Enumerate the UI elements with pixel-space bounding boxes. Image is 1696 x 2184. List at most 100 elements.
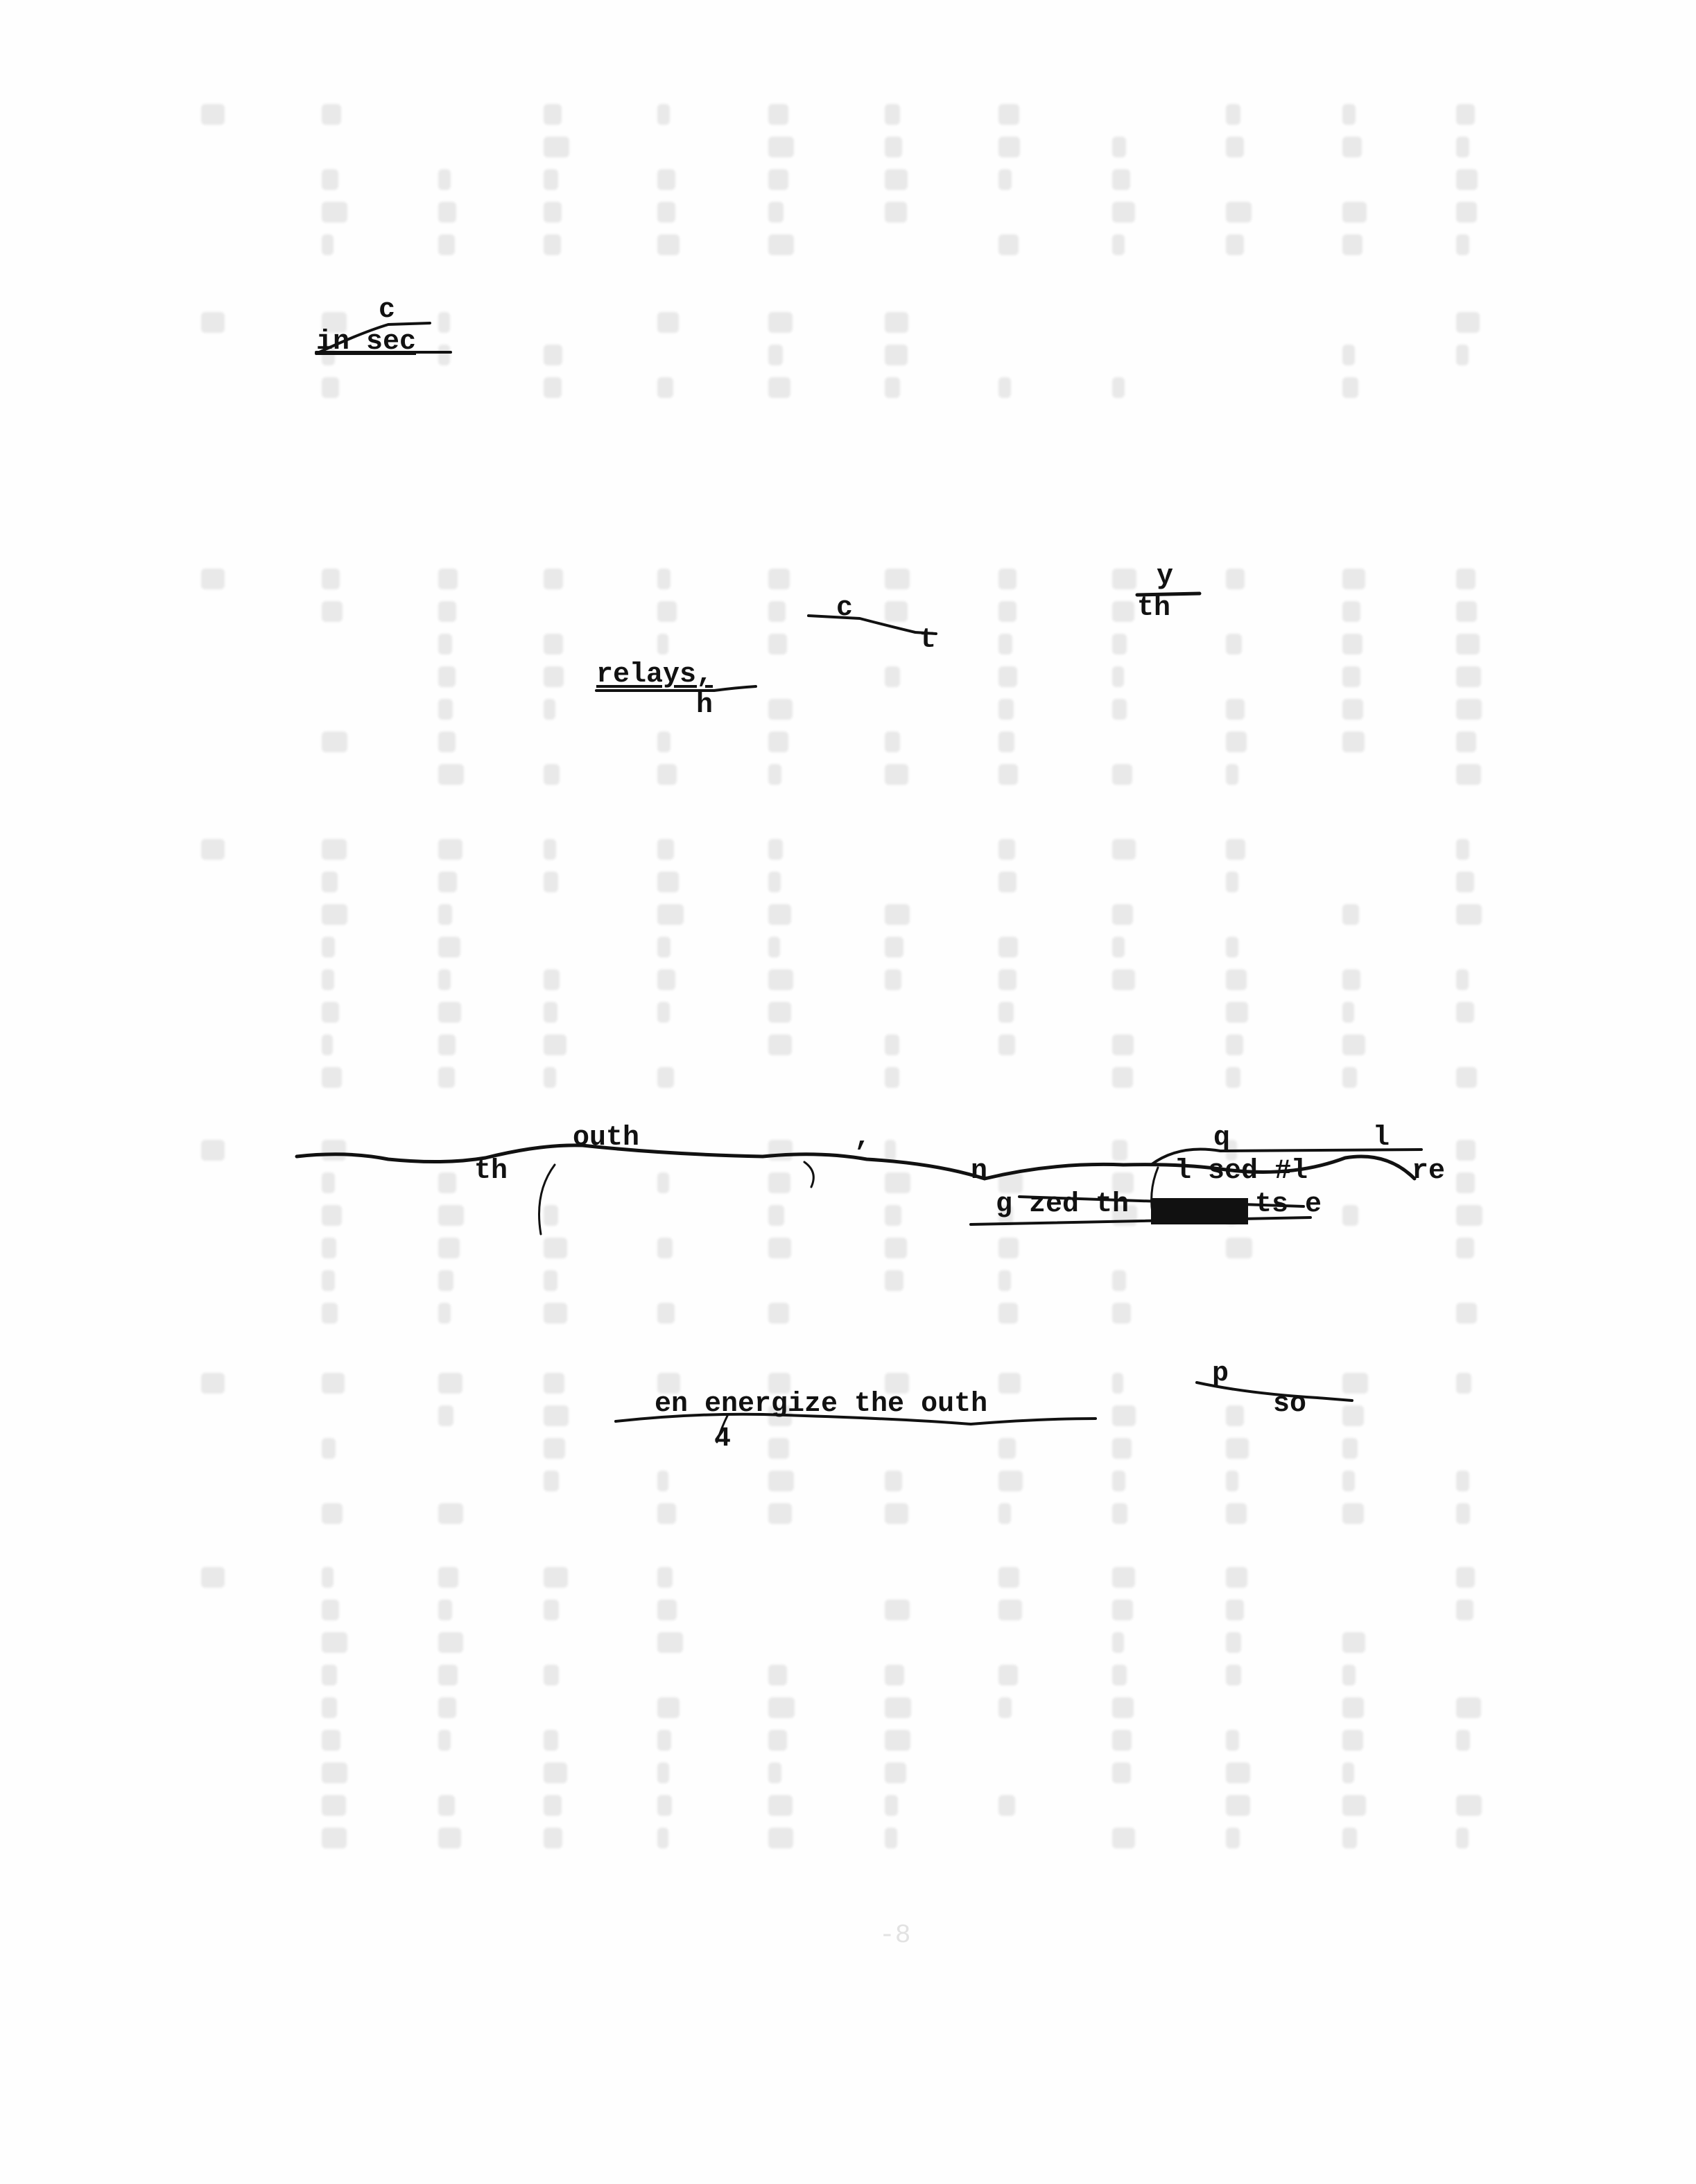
faded-glyph [544, 345, 562, 365]
faded-glyph [1342, 1632, 1365, 1653]
faded-glyph [438, 202, 456, 223]
faded-glyph [1112, 666, 1124, 687]
faded-glyph [1456, 345, 1469, 365]
faded-glyph [768, 569, 790, 589]
faded-glyph [885, 601, 908, 622]
faded-glyph [1456, 634, 1480, 655]
faded-glyph [885, 937, 903, 957]
faded-glyph [322, 1270, 335, 1291]
typed-fragment: th [474, 1156, 508, 1187]
faded-glyph [438, 1632, 463, 1653]
faded-glyph [322, 1067, 342, 1088]
faded-glyph [885, 1238, 907, 1258]
faded-glyph [998, 1002, 1014, 1023]
faded-glyph [1112, 764, 1132, 785]
faded-glyph [1226, 969, 1247, 990]
faded-glyph [1456, 234, 1469, 255]
faded-glyph [544, 104, 562, 125]
faded-glyph [998, 764, 1018, 785]
faded-glyph [657, 1373, 680, 1394]
faded-glyph [1226, 234, 1244, 255]
faded-glyph [438, 666, 456, 687]
faded-glyph [544, 634, 563, 655]
faded-glyph [1456, 1471, 1469, 1491]
faded-glyph [1342, 1471, 1355, 1491]
typed-fragment: y [1157, 561, 1174, 592]
faded-glyph [768, 1697, 795, 1718]
faded-glyph [657, 1503, 676, 1524]
faded-glyph [1226, 731, 1247, 752]
faded-glyph [885, 666, 900, 687]
faded-glyph [1226, 569, 1245, 589]
faded-glyph [768, 1438, 789, 1459]
faded-glyph [657, 1697, 680, 1718]
faded-glyph [1342, 904, 1359, 925]
faded-glyph [544, 1567, 568, 1588]
faded-glyph [1456, 1795, 1482, 1816]
typed-fragment: c [379, 295, 396, 326]
faded-glyph [544, 377, 562, 398]
faded-glyph [1456, 1002, 1474, 1023]
faded-glyph [768, 872, 781, 892]
typed-fragment: n [971, 1156, 988, 1187]
faded-glyph [322, 1600, 339, 1620]
faded-glyph [768, 137, 794, 157]
faded-glyph [1112, 169, 1130, 190]
typed-fragment: c [836, 593, 854, 624]
faded-glyph [885, 904, 910, 925]
faded-glyph [1112, 839, 1136, 860]
faded-glyph [544, 1828, 562, 1848]
faded-glyph [322, 104, 341, 125]
faded-glyph [544, 1795, 562, 1816]
faded-glyph [657, 1632, 683, 1653]
faded-glyph [438, 1405, 453, 1426]
faded-glyph [322, 1373, 345, 1394]
faded-glyph [1456, 1140, 1476, 1161]
faded-glyph [544, 569, 563, 589]
typed-fragment: , [854, 1123, 872, 1154]
faded-glyph [438, 1697, 456, 1718]
faded-glyph [1226, 1471, 1238, 1491]
faded-glyph [544, 1373, 564, 1394]
faded-glyph [768, 904, 791, 925]
faded-glyph [1342, 569, 1365, 589]
faded-glyph [544, 1471, 559, 1491]
faded-glyph [998, 1034, 1015, 1055]
faded-glyph [768, 1828, 793, 1848]
faded-glyph [998, 634, 1012, 655]
faded-glyph [1342, 1205, 1358, 1226]
faded-glyph [438, 1730, 451, 1751]
faded-glyph [768, 1238, 791, 1258]
faded-glyph [1226, 1002, 1248, 1023]
faded-glyph [998, 1270, 1011, 1291]
faded-glyph [1342, 377, 1358, 398]
faded-glyph [998, 872, 1016, 892]
faded-glyph [657, 634, 668, 655]
faded-glyph [885, 104, 900, 125]
faded-glyph [768, 1205, 784, 1226]
faded-glyph [1456, 601, 1477, 622]
faded-glyph [657, 904, 684, 925]
faded-glyph [1456, 137, 1469, 157]
faded-glyph [1226, 937, 1238, 957]
faded-line-number [201, 104, 225, 125]
faded-glyph [885, 1762, 906, 1783]
faded-glyph [1226, 1795, 1250, 1816]
faded-glyph [1342, 1697, 1364, 1718]
faded-glyph [768, 969, 793, 990]
faded-glyph [885, 1795, 898, 1816]
faded-glyph [1112, 1034, 1134, 1055]
faded-glyph [544, 666, 564, 687]
faded-glyph [1456, 1567, 1475, 1588]
faded-glyph [657, 839, 674, 860]
faded-glyph [1112, 1632, 1124, 1653]
faded-glyph [1112, 1303, 1131, 1324]
faded-glyph [1226, 1730, 1239, 1751]
faded-glyph [1456, 1205, 1482, 1226]
faded-glyph [885, 1067, 899, 1088]
faded-glyph [544, 1730, 558, 1751]
faded-glyph [657, 1471, 668, 1491]
faded-glyph [998, 1600, 1022, 1620]
faded-glyph [1342, 1762, 1354, 1783]
faded-glyph [1112, 1600, 1133, 1620]
